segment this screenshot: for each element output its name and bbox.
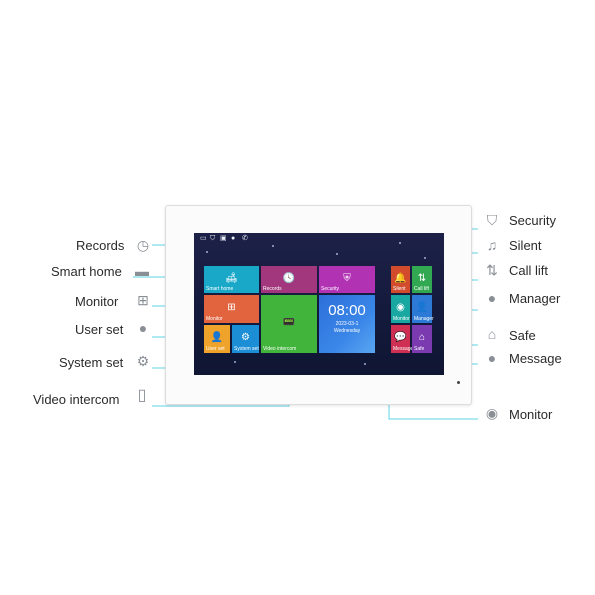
callout-label-video-intercom: Video intercom [33, 392, 120, 407]
status-shield-icon: ⛉ [210, 235, 216, 242]
tile-label: System set [234, 346, 259, 352]
tile-silent[interactable]: 🔔 Silent [391, 266, 410, 293]
tile-message[interactable]: 💬 Message [391, 325, 414, 353]
tile-safe[interactable]: ⌂ Safe [412, 325, 432, 353]
tile-label: Safe [414, 346, 425, 352]
callout-label-security: Security [509, 213, 556, 228]
manager-icon: ● [487, 290, 497, 306]
tile-label: Smart home [206, 286, 234, 292]
device-screen: ▭ ⛉ ▣ ● ✆ 🛋 Smart home 🕓 Records ⛨ Secur… [194, 233, 444, 375]
tile-call-lift[interactable]: ⇅ Call lift [412, 266, 432, 293]
tile-label: Monitor [206, 316, 223, 322]
device-sensor-dot [457, 381, 460, 384]
screen-star [272, 245, 274, 247]
tile-label: Call lift [414, 286, 430, 292]
camera-icon: ◉ [396, 302, 405, 313]
gear-icon: ⚙ [241, 332, 250, 343]
callout-label-monitor-left: Monitor [75, 294, 119, 309]
screen-star [206, 251, 208, 253]
tile-label: User set [206, 346, 225, 352]
callout-label-monitor-right: Monitor [509, 407, 553, 422]
clock-date: 2023-03-1 [335, 321, 359, 327]
tile-user-set[interactable]: 👤 User set [204, 325, 230, 353]
tile-security[interactable]: ⛨ Security [319, 266, 375, 293]
clock-icon: 🕓 [282, 272, 296, 284]
chat-bubble-icon: ● [487, 350, 497, 366]
intercom-icon: 📟 [282, 317, 296, 328]
gear-icon: ⚙ [136, 353, 150, 369]
callout-label-call-lift: Call lift [509, 263, 549, 278]
tile-manager[interactable]: 👤 Manager [412, 295, 434, 323]
tile-video-intercom[interactable]: 📟 Video intercom [261, 295, 317, 353]
clock-time: 08:00 [328, 302, 366, 319]
manager-icon: 👤 [415, 302, 429, 313]
chat-bubble-icon: 💬 [394, 332, 407, 343]
shield-icon: ⛨ [343, 272, 351, 284]
tile-label: Manager [414, 316, 434, 322]
screen-star [424, 257, 426, 259]
callout-label-system-set: System set [59, 355, 124, 370]
shield-icon: ⛉ [486, 212, 498, 228]
screen-star [336, 253, 338, 255]
sofa-icon: ▬ [135, 263, 149, 279]
callout-label-silent: Silent [509, 238, 542, 253]
screen-star [234, 361, 236, 363]
callout-label-message: Message [509, 351, 562, 366]
callout-label-manager: Manager [509, 291, 561, 306]
screen-star [364, 363, 366, 365]
user-icon: ● [138, 320, 148, 336]
callout-label-records: Records [76, 238, 125, 253]
tile-system-set[interactable]: ⚙ System set [232, 325, 259, 353]
clock-weekday: Wednesday [333, 328, 361, 334]
bell-icon: ♫ [486, 237, 498, 253]
tile-monitor-small[interactable]: ◉ Monitor [391, 295, 410, 323]
clock-icon: ◷ [136, 237, 150, 253]
status-phone-icon: ✆ [242, 235, 248, 242]
house-icon: ⌂ [418, 332, 426, 343]
elevator-icon: ⇅ [486, 262, 498, 278]
user-icon: 👤 [210, 332, 224, 343]
tile-monitor[interactable]: ⊞ Monitor [204, 295, 259, 323]
tile-label: Records [263, 286, 282, 292]
tile-label: Monitor [393, 316, 410, 322]
status-image-icon: ▣ [220, 235, 227, 242]
tile-label: Video intercom [263, 346, 297, 352]
tile-label: Message [393, 346, 414, 352]
elevator-icon: ⇅ [417, 272, 427, 284]
tile-smart-home[interactable]: 🛋 Smart home [204, 266, 259, 293]
tile-clock: 08:00 2023-03-1 Wednesday [319, 295, 375, 353]
camera-icon: ◉ [485, 405, 499, 421]
sofa-icon: 🛋 [225, 272, 238, 284]
house-icon: ⌂ [487, 326, 497, 342]
intercom-icon: ▯ [137, 387, 147, 404]
callout-label-smart-home: Smart home [51, 264, 122, 279]
status-chat-icon: ● [231, 235, 236, 242]
screen-star [399, 242, 401, 244]
tile-records[interactable]: 🕓 Records [261, 266, 317, 293]
tile-label: Security [321, 286, 340, 292]
tile-label: Silent [393, 286, 406, 292]
callout-label-user-set: User set [75, 322, 124, 337]
callout-label-safe: Safe [509, 328, 536, 343]
network-icon: ⊞ [227, 302, 236, 313]
status-monitor-icon: ▭ [200, 235, 207, 242]
network-icon: ⊞ [137, 292, 149, 308]
bell-icon: 🔔 [394, 272, 407, 284]
